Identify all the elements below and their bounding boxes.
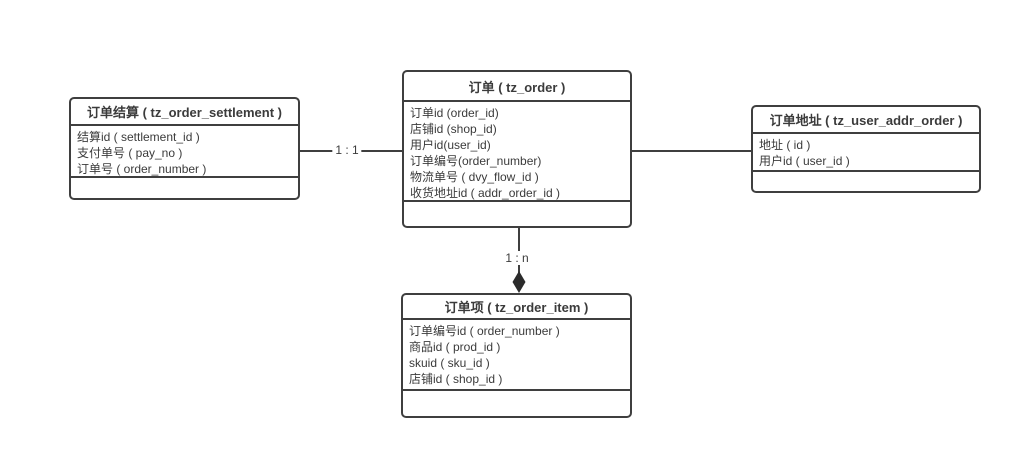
entity-field: 支付单号 ( pay_no )	[77, 146, 183, 160]
entity-order: 订单 ( tz_order ) 订单id (order_id) 店铺id (sh…	[402, 70, 632, 228]
entity-order-item: 订单项 ( tz_order_item ) 订单编号id ( order_num…	[401, 293, 632, 418]
entity-field: 店铺id ( shop_id )	[409, 372, 503, 386]
entity-field: 地址 ( id )	[759, 138, 811, 152]
entity-field-list: 结算id ( settlement_id ) 支付单号 ( pay_no ) 订…	[71, 126, 298, 178]
entity-field: 结算id ( settlement_id )	[77, 130, 200, 144]
entity-field: 用户id ( user_id )	[759, 154, 850, 168]
entity-field: 订单id (order_id)	[410, 106, 499, 120]
entity-field-list: 订单编号id ( order_number ) 商品id ( prod_id )…	[403, 320, 630, 391]
entity-footer	[71, 178, 298, 198]
entity-field: 订单编号id ( order_number )	[409, 324, 560, 338]
entity-field-list: 订单id (order_id) 店铺id (shop_id) 用户id(user…	[404, 102, 630, 202]
relation-label-one-to-many: 1 : n	[502, 251, 532, 265]
entity-footer	[403, 391, 630, 416]
relation-label-one-to-one: 1 : 1	[332, 143, 362, 157]
entity-field: 商品id ( prod_id )	[409, 340, 501, 354]
entity-user-addr-order: 订单地址 ( tz_user_addr_order ) 地址 ( id ) 用户…	[751, 105, 981, 193]
entity-field: skuid ( sku_id )	[409, 356, 490, 370]
entity-field: 收货地址id ( addr_order_id )	[410, 186, 561, 200]
entity-title: 订单 ( tz_order )	[404, 72, 630, 102]
entity-title: 订单结算 ( tz_order_settlement )	[71, 99, 298, 126]
entity-footer	[404, 202, 630, 226]
entity-field: 订单编号(order_number)	[410, 154, 542, 168]
entity-title: 订单地址 ( tz_user_addr_order )	[753, 107, 979, 134]
entity-footer	[753, 172, 979, 191]
entity-field: 店铺id (shop_id)	[410, 122, 497, 136]
diamond-arrow-icon	[512, 271, 526, 293]
entity-field: 物流单号 ( dvy_flow_id )	[410, 170, 539, 184]
entity-order-settlement: 订单结算 ( tz_order_settlement ) 结算id ( sett…	[69, 97, 300, 200]
entity-field: 用户id(user_id)	[410, 138, 491, 152]
entity-title: 订单项 ( tz_order_item )	[403, 295, 630, 320]
entity-field: 订单号 ( order_number )	[77, 162, 207, 176]
entity-field-list: 地址 ( id ) 用户id ( user_id )	[753, 134, 979, 172]
